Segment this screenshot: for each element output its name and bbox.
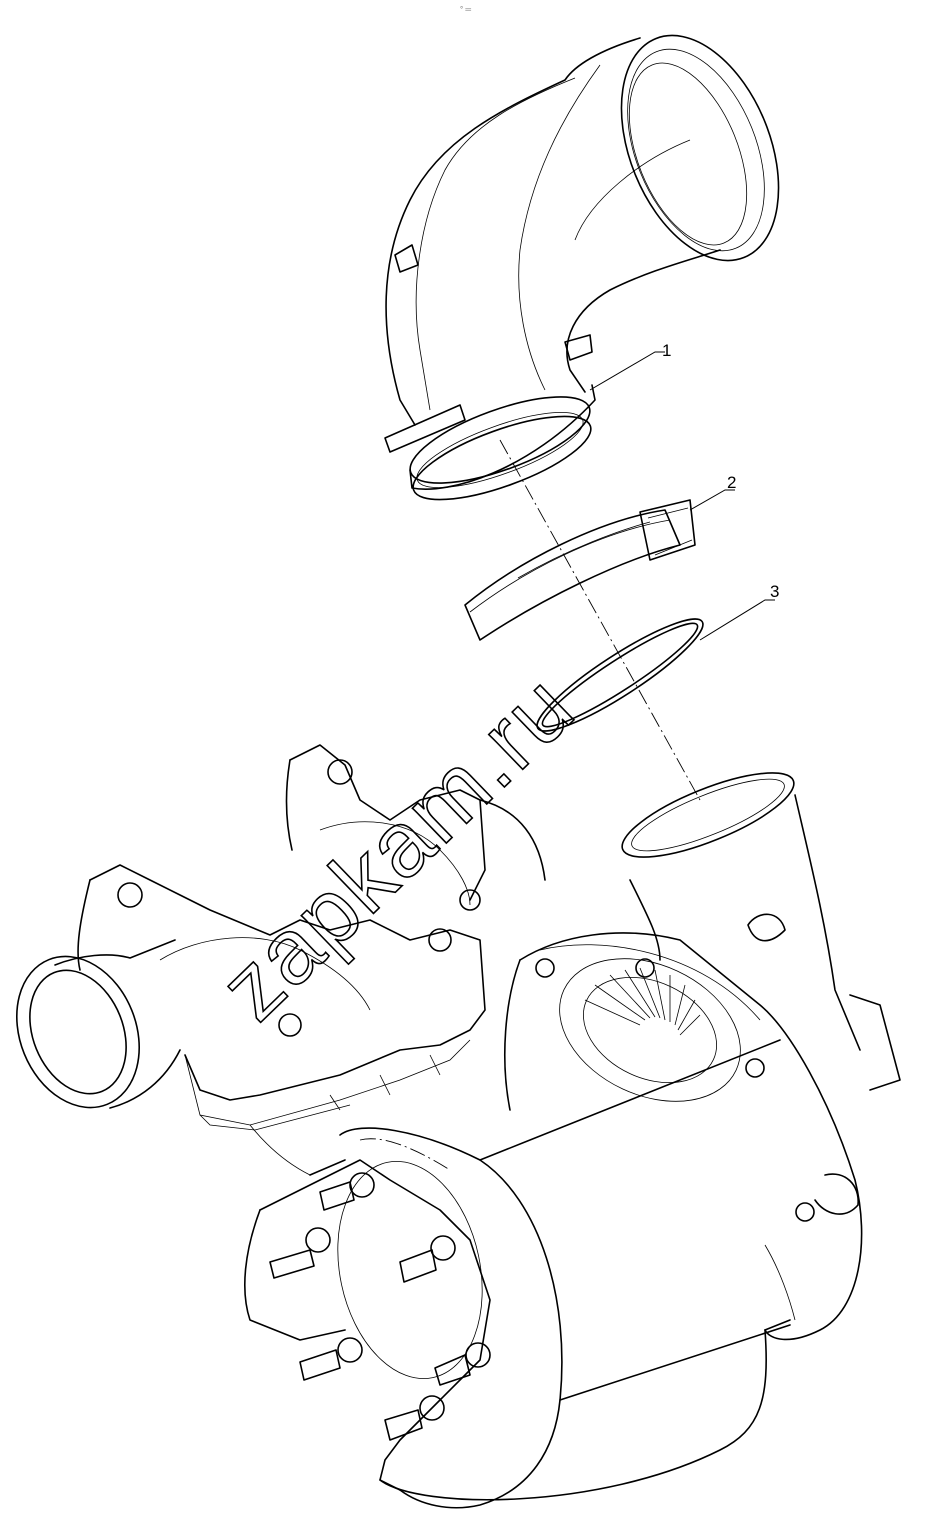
callout-3: 3 xyxy=(699,582,779,641)
callout-3-label: 3 xyxy=(770,582,779,601)
sealing-ring-part-3 xyxy=(536,618,704,732)
turbocharger-assembly xyxy=(15,744,901,1509)
callout-1: 1 xyxy=(589,341,671,391)
callout-2-label: 2 xyxy=(727,473,736,492)
callout-2: 2 xyxy=(689,473,736,511)
exhaust-manifold xyxy=(15,744,546,1176)
top-mark: ° ═ xyxy=(460,5,471,14)
callout-1-label: 1 xyxy=(662,341,671,360)
center-axis-line xyxy=(499,439,701,801)
stud-bolts xyxy=(269,1172,491,1441)
elbow-pipe-part-1 xyxy=(384,34,780,501)
watermark-text: zapkam.ru xyxy=(201,655,594,1039)
clamp-band-part-2 xyxy=(464,499,696,641)
